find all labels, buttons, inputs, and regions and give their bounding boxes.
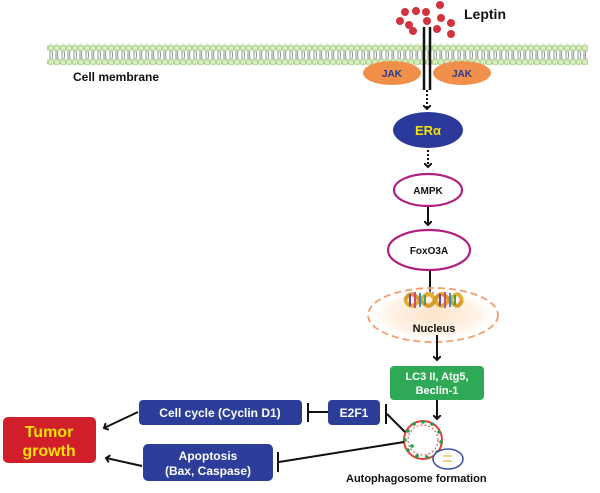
jak-left: JAK — [363, 61, 421, 85]
tumor-growth-box: Tumor growth — [3, 417, 96, 463]
autophagosome-icon — [403, 420, 464, 470]
e2f1-box: E2F1 — [328, 400, 380, 425]
inhibit-autophagosome-to-apoptosis — [277, 441, 405, 472]
er-alpha-node: ERα — [393, 112, 463, 148]
leptin-molecules — [396, 1, 455, 38]
inhibit-autophagosome-to-e2f1 — [385, 404, 406, 433]
cell-cycle-box: Cell cycle (Cyclin D1) — [139, 400, 302, 425]
cell-cycle-label: Cell cycle (Cyclin D1) — [159, 406, 280, 420]
lysosome-icon — [432, 448, 464, 470]
jak-left-label: JAK — [382, 69, 403, 80]
jak-right-label: JAK — [452, 69, 473, 80]
apoptosis-line2: (Bax, Caspase) — [165, 464, 251, 478]
leptin-label: Leptin — [464, 6, 506, 22]
arrow-apoptosis-to-tumor — [106, 458, 143, 467]
tumor-growth-line2: growth — [22, 443, 75, 460]
nucleus: Nucleus — [367, 287, 499, 343]
leptin-receptor — [422, 27, 432, 90]
tumor-growth-line1: Tumor — [25, 424, 74, 441]
cell-membrane-label: Cell membrane — [73, 70, 159, 84]
ampk-label: AMPK — [413, 186, 443, 197]
er-alpha-label: ERα — [415, 123, 441, 138]
inhibit-e2f1-to-cell-cycle — [307, 403, 328, 422]
arrow-cell-cycle-to-tumor — [104, 411, 139, 428]
foxo3a-node: FoxO3A — [386, 228, 472, 272]
e2f1-label: E2F1 — [340, 406, 369, 420]
cell-membrane — [47, 43, 588, 65]
autophagy-genes-line1: LC3 II, Atg5, — [405, 371, 468, 383]
foxo3a-label: FoxO3A — [410, 246, 448, 257]
autophagy-genes-box: LC3 II, Atg5, Beclin-1 — [390, 366, 484, 400]
jak-right: JAK — [433, 61, 491, 85]
nucleus-label: Nucleus — [413, 323, 456, 335]
dna-helix-icon — [403, 292, 464, 308]
autophagosome-label: Autophagosome formation — [346, 473, 487, 485]
apoptosis-box: Apoptosis (Bax, Caspase) — [143, 444, 273, 481]
autophagy-genes-line2: Beclin-1 — [416, 385, 459, 397]
apoptosis-line1: Apoptosis — [179, 449, 238, 463]
ampk-node: AMPK — [392, 172, 464, 208]
